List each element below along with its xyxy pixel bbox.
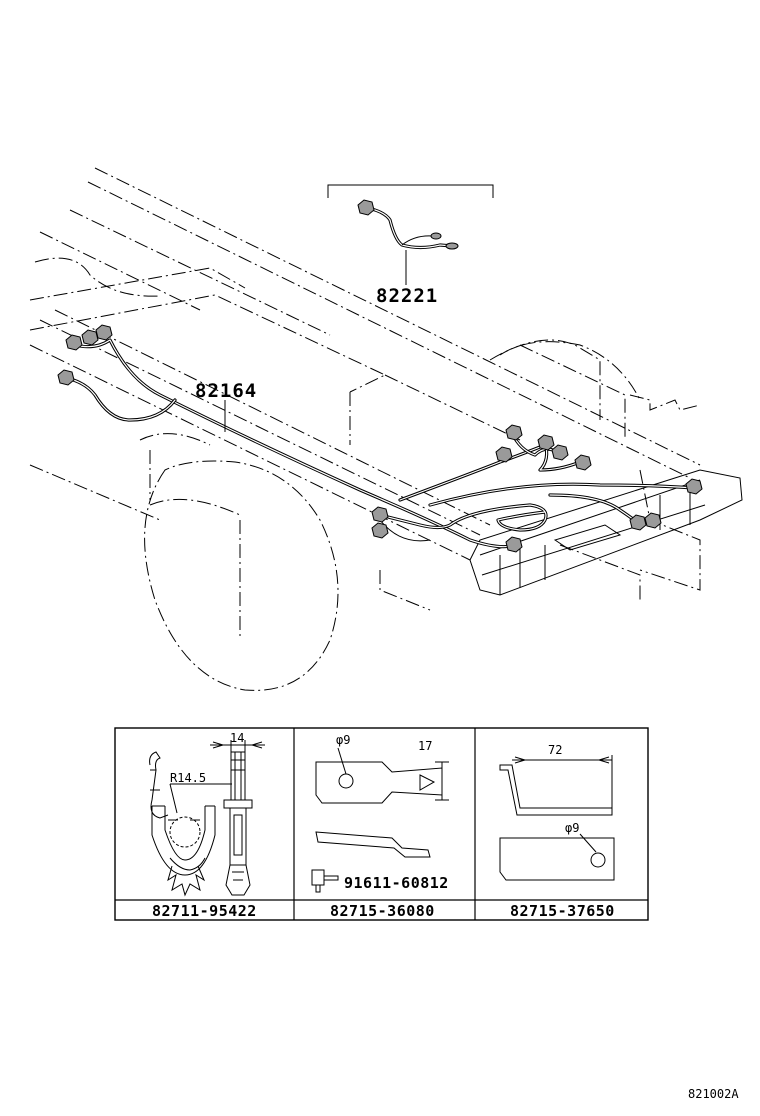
sub-harness [327, 184, 494, 285]
harness-connectors [57, 324, 703, 553]
bracket-37650-drawing: 72 φ9 [499, 743, 615, 881]
chassis-frame [29, 167, 701, 611]
main-harness [64, 338, 697, 549]
bracket-36080-drawing: φ9 17 [311, 733, 449, 893]
clip-width-label: 14 [230, 731, 244, 745]
main-harness-callout: 82164 [195, 380, 257, 402]
clamp-drawing: R14.5 [149, 751, 232, 897]
rear-wheel [144, 460, 339, 691]
bracket-hole-label: φ9 [336, 733, 350, 747]
bracket-height-label: 17 [418, 739, 432, 753]
clamp-radius-label: R14.5 [170, 771, 206, 785]
part-number-82715-37650: 82715-37650 [510, 902, 615, 920]
sub-harness-callout: 82221 [376, 285, 438, 307]
bracket-length-label: 72 [548, 743, 562, 757]
detail-table [114, 727, 649, 921]
bracket-hole-label-2: φ9 [565, 821, 579, 835]
diagram-code: 821002A [688, 1087, 739, 1101]
part-number-82711-95422: 82711-95422 [152, 902, 257, 920]
rear-bumper [469, 469, 743, 596]
spare-tire [499, 341, 701, 411]
clip-drawing: 14 [210, 731, 265, 896]
bolt-part-number: 91611-60812 [344, 874, 449, 892]
part-number-82715-36080: 82715-36080 [330, 902, 435, 920]
